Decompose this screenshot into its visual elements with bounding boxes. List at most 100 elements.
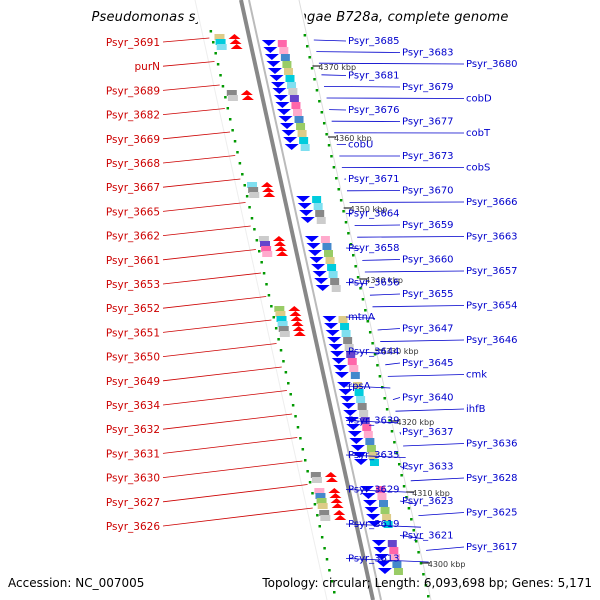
right-leader-line <box>364 270 465 273</box>
track-tick <box>241 173 244 176</box>
left-gene-label: Psyr_3665 <box>106 206 160 218</box>
gene-feature-block <box>331 285 341 292</box>
gene-feature-block <box>368 452 378 459</box>
reverse-gene-arrow <box>334 372 349 378</box>
gene-feature-block <box>365 438 375 445</box>
right-leader-line <box>399 535 424 540</box>
gene-feature-block <box>389 547 399 554</box>
reverse-gene-arrow <box>325 330 340 336</box>
track-tick <box>427 595 430 598</box>
right-leader-line <box>385 362 401 366</box>
track-tick <box>310 67 314 70</box>
gene-feature-block <box>357 403 367 410</box>
backbone-line <box>298 0 432 600</box>
right-leader-line <box>399 466 409 470</box>
right-leader-line <box>316 51 401 53</box>
gene-feature-block <box>226 90 237 96</box>
track-tick <box>320 536 324 539</box>
reverse-gene-arrow <box>353 459 368 465</box>
track-tick <box>303 459 307 462</box>
left-gene-label: Psyr_3630 <box>106 473 160 485</box>
forward-gene-arrow <box>272 236 285 241</box>
gene-feature-block <box>292 109 302 116</box>
track-tick <box>356 276 360 279</box>
reverse-gene-arrow <box>330 351 345 357</box>
gene-feature-block <box>316 498 327 504</box>
reverse-gene-arrow <box>333 365 348 371</box>
left-gene-label: Psyr_3682 <box>106 110 160 122</box>
left-leader-line <box>162 390 287 406</box>
left-gene-label: Psyr_3668 <box>106 158 160 170</box>
right-gene-label: Psyr_3680 <box>466 59 518 70</box>
gene-feature-block <box>276 316 287 322</box>
track-tick <box>364 309 367 312</box>
left-leader-line <box>162 319 272 333</box>
left-leader-line <box>162 37 210 43</box>
track-tick <box>214 52 217 55</box>
right-gene-label: Psyr_3679 <box>402 82 454 93</box>
gene-feature-block <box>322 243 332 250</box>
forward-gene-arrow <box>328 488 341 493</box>
right-gene-label: Psyr_3636 <box>466 439 518 450</box>
reverse-gene-arrow <box>299 210 314 216</box>
gene-feature-block <box>310 472 321 478</box>
right-gene-label: Psyr_3671 <box>348 174 400 185</box>
track-tick <box>320 111 324 114</box>
gene-feature-block <box>285 75 295 82</box>
track-tick <box>294 415 297 418</box>
gene-feature-block <box>282 61 292 68</box>
track-tick <box>330 155 333 158</box>
forward-gene-arrow <box>289 311 302 316</box>
right-gene-label: Psyr_3633 <box>402 462 454 473</box>
right-leader-line <box>403 443 465 447</box>
track-tick <box>402 485 406 488</box>
track-tick <box>359 287 362 290</box>
track-tick <box>248 206 251 209</box>
right-gene-label: cobS <box>466 163 490 174</box>
reverse-gene-arrow <box>275 102 290 108</box>
gene-feature-block <box>353 382 363 389</box>
track-tick <box>212 41 215 44</box>
gene-feature-block <box>214 34 225 40</box>
left-gene-label: Psyr_3689 <box>106 85 160 97</box>
left-leader-line <box>162 366 282 382</box>
reverse-gene-arrow <box>297 203 312 209</box>
reverse-gene-arrow <box>296 196 311 202</box>
reverse-gene-arrow <box>338 389 353 395</box>
track-tick <box>308 481 312 484</box>
right-leader-line <box>399 500 416 505</box>
left-gene-label: Psyr_3662 <box>106 231 160 243</box>
reverse-gene-arrow <box>304 236 319 242</box>
gene-feature-block <box>260 241 271 247</box>
right-leader-line <box>313 39 347 42</box>
reverse-gene-arrow <box>309 257 324 263</box>
reverse-gene-arrow <box>349 438 364 444</box>
scale-label: 4340 kbp <box>365 276 403 285</box>
right-gene-label: Psyr_3657 <box>466 266 518 277</box>
gene-feature-block <box>274 306 285 312</box>
track-tick <box>419 562 423 565</box>
right-leader-line <box>318 62 465 65</box>
left-gene-label: Psyr_3669 <box>106 134 160 146</box>
gene-feature-block <box>366 445 376 452</box>
track-tick <box>267 294 271 297</box>
right-gene-label: Psyr_3619 <box>348 519 400 530</box>
forward-gene-arrow <box>229 39 242 44</box>
left-gene-label: Psyr_3627 <box>106 497 160 509</box>
left-leader-line <box>162 484 308 503</box>
reverse-gene-arrow <box>271 82 286 88</box>
gene-feature-block <box>277 321 288 327</box>
gene-feature-block <box>258 236 269 242</box>
track-tick <box>219 74 222 77</box>
gene-feature-block <box>350 372 360 379</box>
reverse-gene-arrow <box>377 568 392 574</box>
track-tick <box>373 353 377 356</box>
reverse-gene-arrow <box>324 323 339 329</box>
track-tick <box>253 228 256 231</box>
gene-feature-block <box>338 316 348 323</box>
gene-feature-block <box>362 424 372 431</box>
reverse-gene-arrow <box>373 547 388 553</box>
forward-gene-arrow <box>292 326 305 331</box>
